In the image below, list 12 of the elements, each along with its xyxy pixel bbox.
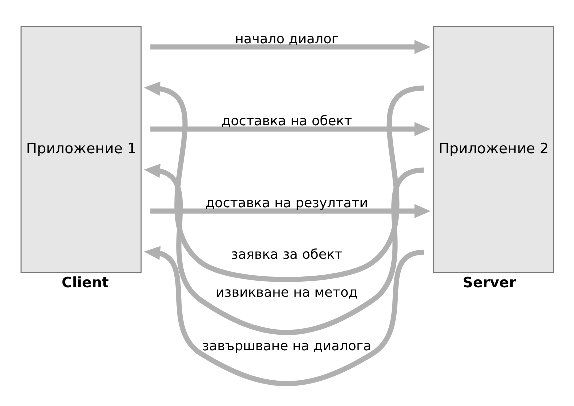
- edge-label: доставка на резултати: [206, 196, 368, 212]
- arrow: [144, 82, 425, 282]
- edge-label: доставка на обект: [222, 114, 352, 130]
- node-label: Server: [462, 275, 516, 292]
- arrow: [144, 164, 425, 336]
- edge-label: заявка за обект: [231, 248, 343, 263]
- arrow: [150, 122, 431, 136]
- node-label: Client: [62, 275, 110, 292]
- edge-label: завършване на диалога: [202, 339, 372, 354]
- arrow: [150, 40, 431, 54]
- edge-label: извикване на метод: [216, 286, 358, 301]
- edge-label: начало диалог: [235, 32, 339, 48]
